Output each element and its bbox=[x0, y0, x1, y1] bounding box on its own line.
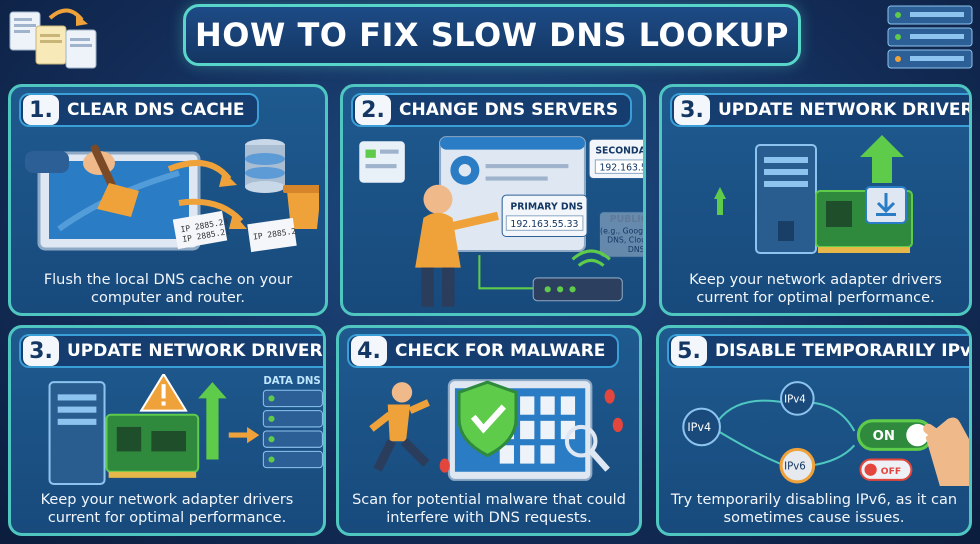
public-dns-label: PUBLIC DNS bbox=[610, 214, 646, 225]
card-header: 3. UPDATE NETWORK DRIVERS bbox=[670, 93, 972, 127]
on-toggle-label: ON bbox=[873, 429, 895, 444]
step-number: 3. bbox=[23, 336, 59, 366]
card-title: CLEAR DNS CACHE bbox=[67, 100, 245, 120]
card-update-network-drivers: 3. UPDATE NETWORK DRIVERS Keep your netw… bbox=[659, 84, 972, 316]
page-title: HOW TO FIX SLOW DNS LOOKUP bbox=[195, 16, 789, 54]
card-clear-dns-cache: 1. CLEAR DNS CACHE IP 2885.23 IP 2885.21… bbox=[8, 84, 328, 316]
public-dns-note: (e.g., Google Public DNS, Cloudflare DNS… bbox=[600, 226, 651, 255]
card-title: CHECK FOR MALWARE bbox=[395, 341, 606, 361]
card-caption: Scan for potential malware that could in… bbox=[352, 492, 626, 526]
card-header: 3. UPDATE NETWORK DRIVERS bbox=[19, 334, 326, 368]
server-rack-icon bbox=[887, 5, 973, 69]
secondary-dns-ip: 192.163.55.101 bbox=[599, 162, 646, 173]
step-number: 5. bbox=[671, 336, 707, 366]
card-update-network-drivers-2: 3. UPDATE NETWORK DRIVERS DATA DNS Keep … bbox=[8, 325, 326, 536]
card-disable-ipv6: 5. DISABLE TEMPORARILY IPv6 IPv4 IPv4 IP… bbox=[656, 325, 972, 536]
card-header: 1. CLEAR DNS CACHE bbox=[19, 93, 259, 127]
clear-cache-illustration: IP 2885.23 IP 2885.21 IP 2885.2 bbox=[25, 139, 319, 253]
card-header: 4. CHECK FOR MALWARE bbox=[347, 334, 620, 368]
primary-dns-ip: 192.163.55.33 bbox=[510, 219, 578, 230]
step-number: 4. bbox=[351, 336, 387, 366]
network-drivers-illustration bbox=[714, 135, 913, 254]
card-caption: Keep your network adapter drivers curren… bbox=[40, 492, 294, 526]
off-toggle-label: OFF bbox=[881, 466, 901, 477]
ipv6-node: IPv6 bbox=[784, 462, 806, 473]
step-number: 2. bbox=[355, 95, 391, 125]
card-title: DISABLE TEMPORARILY IPv6 bbox=[715, 341, 972, 361]
card-title: UPDATE NETWORK DRIVERS bbox=[67, 341, 326, 361]
card-title: CHANGE DNS SERVERS bbox=[399, 100, 619, 120]
page-title-banner: HOW TO FIX SLOW DNS LOOKUP bbox=[183, 4, 801, 66]
card-check-for-malware: 4. CHECK FOR MALWARE Scan for potential … bbox=[336, 325, 642, 536]
ipv6-toggle-illustration: IPv4 IPv4 IPv6 ON OFF bbox=[682, 381, 969, 486]
dns-servers-illustration: SECONDARY DNS 192.163.55.101 PRIMARY DNS… bbox=[359, 136, 651, 307]
card-caption: Keep your network adapter drivers curren… bbox=[689, 272, 942, 306]
ipv4-node-left: IPv4 bbox=[687, 421, 711, 434]
card-title: UPDATE NETWORK DRIVERS bbox=[718, 100, 972, 120]
card-caption: Flush the local DNS cache on your comput… bbox=[43, 272, 293, 306]
step-number: 1. bbox=[23, 95, 59, 125]
secondary-dns-label: SECONDARY DNS bbox=[595, 146, 646, 157]
documents-icon bbox=[9, 8, 97, 69]
card-header: 5. DISABLE TEMPORARILY IPv6 bbox=[667, 334, 972, 368]
step-number: 3. bbox=[674, 95, 710, 125]
ipv4-node-top: IPv4 bbox=[784, 395, 806, 406]
card-header: 2. CHANGE DNS SERVERS bbox=[351, 93, 633, 127]
malware-scan-illustration bbox=[369, 379, 623, 481]
card-change-dns-servers: 2. CHANGE DNS SERVERS SECONDARY DNS 192.… bbox=[340, 84, 646, 316]
data-dns-label: DATA DNS bbox=[263, 376, 320, 387]
card-caption: Try temporarily disabling IPv6, as it ca… bbox=[670, 492, 958, 526]
network-drivers-illustration-2: DATA DNS bbox=[48, 374, 323, 485]
primary-dns-label: PRIMARY DNS bbox=[510, 202, 583, 213]
